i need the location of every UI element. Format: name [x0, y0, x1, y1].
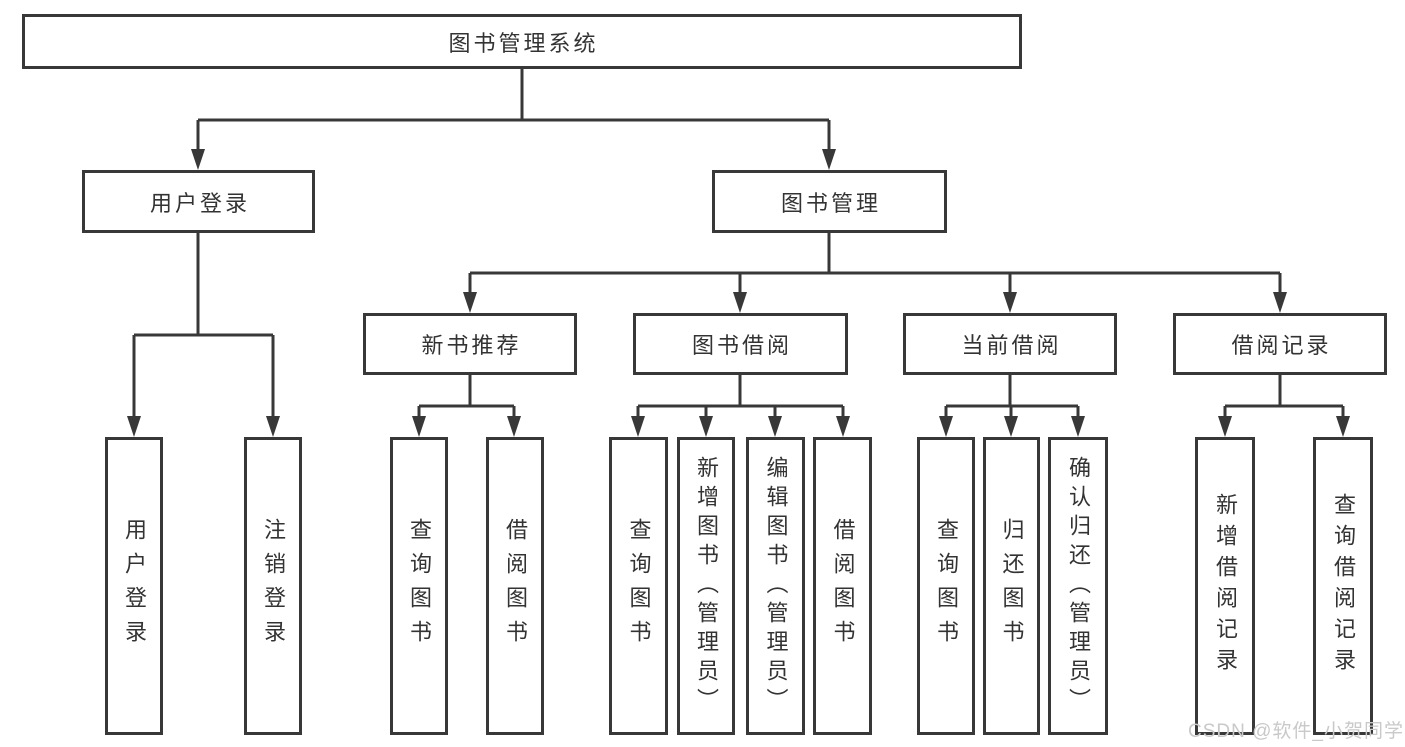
- arrow-icon: [1004, 416, 1018, 437]
- node-new-book-recommend: 新书推荐: [363, 313, 577, 375]
- node-library-management-system: 图书管理系统: [22, 14, 1022, 69]
- arrow-icon: [266, 416, 280, 437]
- arrow-icon: [822, 149, 836, 170]
- node-borrowing-records: 借阅记录: [1173, 313, 1387, 375]
- node-label: 查询图书: [407, 518, 432, 654]
- node-leaf-edit-books-admin: 编辑图书（管理员）: [746, 437, 805, 735]
- arrow-icon: [191, 149, 205, 170]
- arrow-icon: [463, 292, 477, 313]
- arrow-icon: [733, 292, 747, 313]
- connector-lines: [132, 69, 1345, 419]
- arrow-icon: [507, 416, 521, 437]
- node-leaf-query-books-current: 查询图书: [917, 437, 975, 735]
- node-leaf-query-books-borrow: 查询图书: [609, 437, 668, 735]
- node-label: 确认归还（管理员）: [1066, 455, 1091, 717]
- arrow-icon: [1071, 416, 1085, 437]
- arrow-icon: [127, 416, 141, 437]
- node-label: 用户登录: [122, 518, 147, 654]
- arrow-icon: [631, 416, 645, 437]
- node-leaf-query-books-recommend: 查询图书: [390, 437, 448, 735]
- node-label: 注销登录: [261, 518, 286, 654]
- arrow-icon: [1336, 416, 1350, 437]
- node-label: 查询图书: [934, 518, 959, 654]
- node-current-borrowing: 当前借阅: [903, 313, 1117, 375]
- node-user-login: 用户登录: [82, 170, 315, 233]
- node-leaf-borrow-books-recommend: 借阅图书: [486, 437, 544, 735]
- arrow-icon: [1003, 292, 1017, 313]
- node-leaf-return-books: 归还图书: [983, 437, 1040, 735]
- node-label: 借阅图书: [503, 518, 528, 654]
- node-label: 新增图书（管理员）: [694, 455, 719, 717]
- node-book-borrowing: 图书借阅: [633, 313, 848, 375]
- arrow-icon: [836, 416, 850, 437]
- node-label: 查询图书: [626, 518, 652, 654]
- arrow-icon: [1218, 416, 1232, 437]
- node-label: 编辑图书（管理员）: [763, 455, 789, 717]
- node-leaf-logout: 注销登录: [244, 437, 302, 735]
- node-book-management: 图书管理: [712, 170, 947, 233]
- arrow-icon: [939, 416, 953, 437]
- node-leaf-confirm-return-admin: 确认归还（管理员）: [1048, 437, 1108, 735]
- node-leaf-add-borrow-record: 新增借阅记录: [1195, 437, 1255, 735]
- node-leaf-borrow-books: 借阅图书: [813, 437, 872, 735]
- node-leaf-add-books-admin: 新增图书（管理员）: [677, 437, 735, 735]
- node-leaf-user-login: 用户登录: [105, 437, 163, 735]
- node-label: 借阅图书: [830, 518, 856, 654]
- arrowheads: [127, 149, 1350, 437]
- arrow-icon: [412, 416, 426, 437]
- node-label: 查询借阅记录: [1331, 493, 1356, 679]
- arrow-icon: [768, 416, 782, 437]
- node-leaf-query-borrow-record: 查询借阅记录: [1313, 437, 1373, 735]
- node-label: 归还图书: [999, 518, 1025, 654]
- arrow-icon: [699, 416, 713, 437]
- arrow-icon: [1273, 292, 1287, 313]
- csdn-watermark: CSDN @软件_小贺同学: [1188, 721, 1404, 742]
- node-label: 新增借阅记录: [1213, 493, 1238, 679]
